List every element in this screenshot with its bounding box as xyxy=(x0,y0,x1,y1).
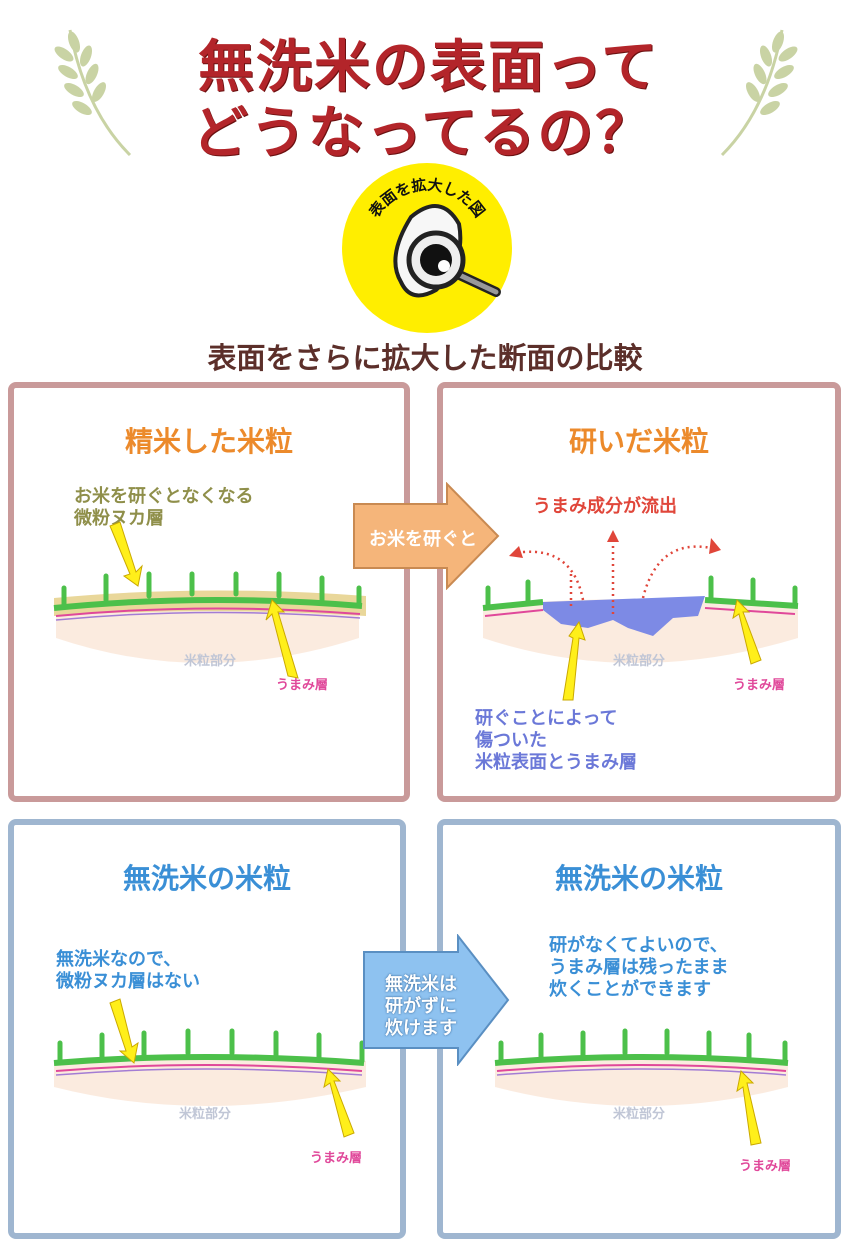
panel-musenmai-rice: 無洗米の米粒 無洗米なので、 微粉ヌカ層はない 米粒部分 うまみ層 xyxy=(8,819,406,1239)
note-line: お米を研ぐとなくなる xyxy=(74,486,254,507)
wheat-right-icon xyxy=(720,29,798,157)
rice-grain-label: 米粒部分 xyxy=(613,1107,666,1122)
umami-layer-label: うまみ層 xyxy=(310,1151,363,1166)
panel-polished-rice: 精米した米粒 お米を研ぐとなくなる 微粉ヌカ層 米粒部分 うまみ層 xyxy=(8,382,410,802)
umami-outflow-label: うまみ成分が流出 xyxy=(533,496,677,517)
panel-title: 精米した米粒 xyxy=(124,425,293,458)
arrow-label-no-wash: 無洗米は 研がずに 炊けます xyxy=(366,974,476,1040)
cross-section-diagram xyxy=(53,998,366,1138)
right-arrow-icon xyxy=(353,482,500,590)
umami-layer-label: うまみ層 xyxy=(739,1159,792,1174)
note-line: 微粉ヌカ層 xyxy=(74,508,164,529)
damaged-surface-note: 研ぐことによって 傷ついた 米粒表面とうまみ層 xyxy=(475,708,637,774)
wheat-left-icon xyxy=(54,29,132,157)
no-bran-note: 無洗米なので、 微粉ヌカ層はない xyxy=(56,949,200,993)
bran-layer-note: お米を研ぐとなくなる 微粉ヌカ層 xyxy=(74,486,253,530)
note-line: 傷ついた xyxy=(475,730,547,751)
rice-grain-label: 米粒部分 xyxy=(613,654,666,669)
note-line: 研がなくてよいので、 xyxy=(549,935,728,956)
arrow-line: 炊けます xyxy=(385,1018,457,1039)
title-line-1: 無洗米の表面って xyxy=(198,35,660,100)
cross-section-diagram xyxy=(482,530,799,701)
right-arrow-icon xyxy=(363,934,510,1066)
note-line: 微粉ヌカ層はない xyxy=(56,971,200,992)
note-line: 炊くことができます xyxy=(549,979,711,1000)
note-line: 米粒表面とうまみ層 xyxy=(475,752,637,773)
note-line: うまみ層は残ったまま xyxy=(549,957,729,978)
note-line: 研ぐことによって xyxy=(475,708,618,729)
rice-grain-label: 米粒部分 xyxy=(184,654,237,669)
arrow-label-wash: お米を研ぐと xyxy=(369,529,477,550)
title-line-2: どうなってるの？ xyxy=(192,101,654,166)
panel-washed-rice: 研いだ米粒 うまみ成分が流出 米粒部分 うまみ層 研ぐことによって 傷ついた 米… xyxy=(437,382,841,802)
umami-kept-note: 研がなくてよいので、 うまみ層は残ったまま 炊くことができます xyxy=(549,935,728,1001)
cross-section-diagram xyxy=(494,1028,789,1146)
rice-grain-label: 米粒部分 xyxy=(179,1107,232,1122)
section-subtitle: 表面をさらに拡大した断面の比較 xyxy=(207,341,643,375)
umami-layer-label: うまみ層 xyxy=(276,678,329,693)
arrow-line: 無洗米は xyxy=(385,974,457,995)
panel-title: 無洗米の米粒 xyxy=(122,862,291,895)
panel-title: 研いだ米粒 xyxy=(568,425,709,458)
note-line: 無洗米なので、 xyxy=(56,949,182,970)
umami-layer-label: うまみ層 xyxy=(733,678,786,693)
cross-section-diagram xyxy=(53,521,366,679)
panel-title: 無洗米の米粒 xyxy=(554,862,723,895)
arrow-line: 研がずに xyxy=(385,996,457,1017)
magnifier-badge-icon: 表面を拡大した図 xyxy=(342,163,512,333)
